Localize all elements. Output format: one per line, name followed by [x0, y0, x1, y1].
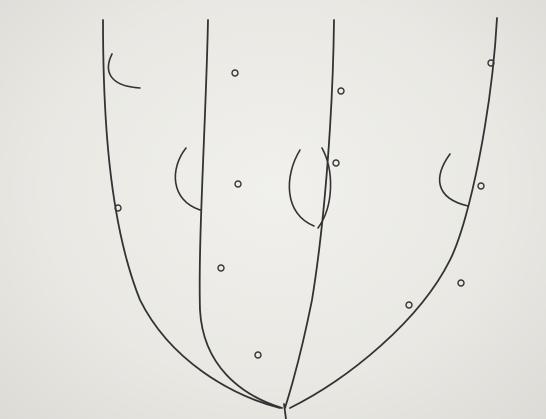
dot-mark-5: [337, 87, 345, 95]
branch-line-2: [198, 19, 283, 409]
dot-mark-8: [405, 301, 413, 309]
branch-line-4: [289, 17, 498, 409]
branch-line-3: [284, 19, 335, 409]
dot-mark-11: [487, 59, 495, 67]
dot-mark-1: [114, 204, 122, 212]
bracket-mark-2: [174, 147, 201, 211]
dot-mark-3: [234, 180, 242, 188]
bracket-mark-3: [288, 147, 332, 229]
bracket-mark-1: [107, 53, 141, 89]
dot-mark-2: [217, 264, 225, 272]
dot-mark-10: [477, 182, 485, 190]
bracket-mark-4: [438, 153, 469, 207]
dot-mark-7: [254, 351, 262, 359]
branch-line-1: [102, 19, 281, 409]
dot-mark-9: [457, 279, 465, 287]
root-line: [283, 403, 287, 419]
dot-mark-4: [231, 69, 239, 77]
dot-mark-6: [332, 159, 340, 167]
